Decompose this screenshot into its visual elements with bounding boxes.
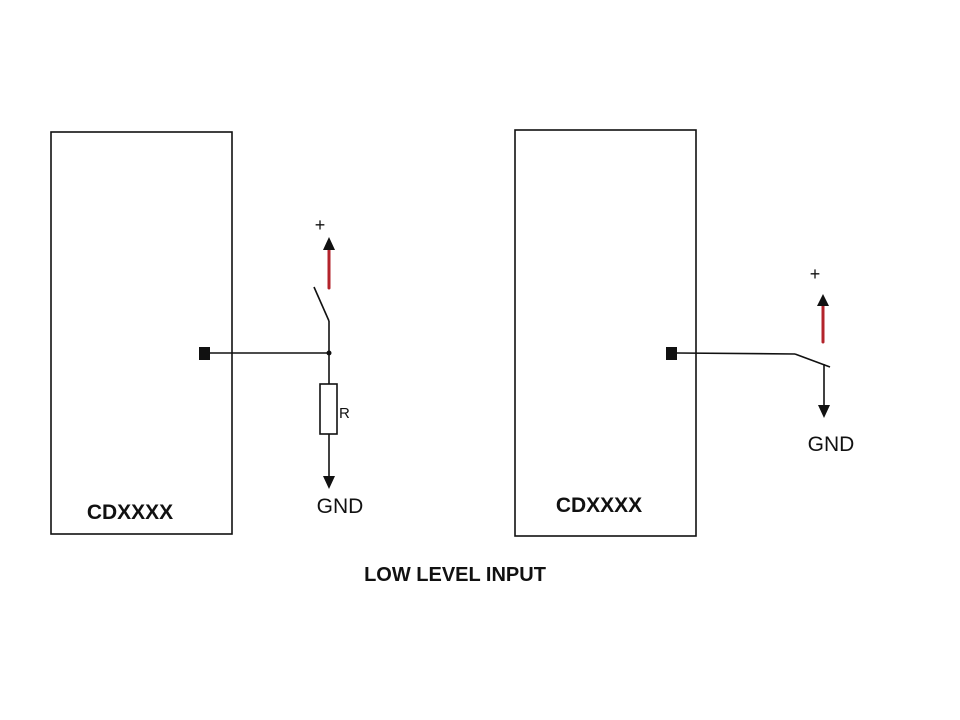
diagram-caption: LOW LEVEL INPUT [364,564,546,586]
right-circuit: CDXXXX + GND [514,129,855,537]
left-resistor-label: R [339,405,350,422]
left-ground-label: GND [317,495,364,518]
left-chip-label: CDXXXX [87,501,173,524]
left-resistor [319,383,338,435]
left-ground-arrowhead [323,476,335,489]
right-ground-arrowhead [818,405,830,418]
left-circuit: CDXXXX + R GND [50,131,364,535]
right-input-pin [666,347,677,360]
left-switch-blade [313,286,330,322]
left-chip-box [50,131,233,535]
left-input-pin [199,347,210,360]
right-supply-label: + [810,264,821,284]
right-chip-box [514,129,697,537]
right-input-wire [676,352,796,355]
right-chip-label: CDXXXX [556,494,642,517]
right-ground-label: GND [808,433,855,456]
left-supply-arrowhead [323,237,335,250]
left-supply-label: + [315,215,326,235]
right-supply-arrowhead [817,294,829,306]
